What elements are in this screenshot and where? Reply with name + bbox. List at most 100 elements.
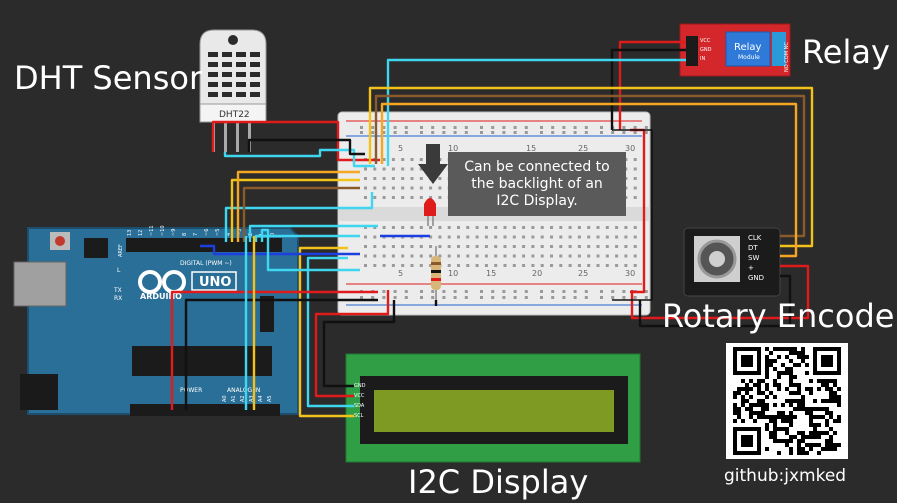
arduino-brand: ARDUINO <box>140 292 182 301</box>
wire-lcd-sda <box>306 256 354 408</box>
wire-ard-e <box>248 224 378 242</box>
wire-ard-a <box>224 192 374 242</box>
digital-pin-4: ~9 <box>171 229 177 236</box>
analog-pin-3: A3 <box>249 395 255 402</box>
wire-lcd-scl <box>298 246 354 418</box>
digital-pin-13: 0 <box>270 233 276 236</box>
relay-title: Relay <box>734 42 762 53</box>
relay-pin-in: IN <box>700 56 705 62</box>
bb-col-5: 5 <box>398 144 403 153</box>
aref-label: AREF <box>118 244 124 257</box>
lcd-pin-sda: SDA <box>354 403 365 409</box>
wires <box>170 40 814 418</box>
note-line-3: I2C Display. <box>496 192 578 209</box>
relay-subtitle: Module <box>738 54 760 61</box>
icsp2-header <box>84 238 108 258</box>
bb-col-15b: 15 <box>486 269 496 278</box>
wire-ard-b <box>230 178 360 242</box>
wire-ard-c <box>236 170 360 242</box>
icsp-header <box>260 296 274 332</box>
note-line-2: the backlight of an <box>471 175 603 192</box>
wire-lcd-gnd <box>322 300 396 388</box>
wire-encoder-dt <box>368 86 814 248</box>
wire-encoder-sw <box>380 102 798 258</box>
dht22-sensor: DHT22 <box>199 29 267 152</box>
rotary-encoder: CLK DT SW + GND <box>683 227 781 297</box>
digital-pin-5: 8 <box>182 233 188 236</box>
digital-pin-8: ~5 <box>215 229 221 236</box>
usb-port <box>13 261 67 307</box>
wire-dht-vcc <box>211 120 380 162</box>
digital-pin-2: ~11 <box>149 225 155 236</box>
power-label: POWER <box>180 387 202 394</box>
analog-pin-2: A2 <box>240 395 246 402</box>
l-led-label: L <box>117 267 121 274</box>
lcd-pin-scl: SCL <box>354 413 364 419</box>
note-line-1: Can be connected to <box>464 158 610 175</box>
analog-pin-4: A4 <box>258 395 264 402</box>
wire-lcd-vcc <box>314 290 390 398</box>
wire-ard-h <box>260 228 360 272</box>
reset-button-cap[interactable] <box>55 236 65 246</box>
wire-encoder-plus <box>630 264 810 320</box>
pointer-arrow-icon <box>418 144 448 184</box>
analog-label: ANALOG IN <box>227 387 260 394</box>
digital-pin-3: ~10 <box>160 225 166 236</box>
analog-pin-0: A0 <box>222 395 228 402</box>
encoder-pin-sw: SW <box>748 254 759 262</box>
wire-encoder-gnd <box>638 274 792 328</box>
power-analog-header <box>130 404 280 416</box>
dht-model: DHT22 <box>219 110 250 120</box>
bb-col-25: 25 <box>578 144 588 153</box>
rx-label: RX <box>114 295 122 302</box>
relay-side-text: NO COM NC <box>784 42 790 72</box>
bb-col-20b: 20 <box>532 269 542 278</box>
bb-col-15: 15 <box>526 144 536 153</box>
digital-pin-0: 13 <box>127 230 133 236</box>
lcd-pin-vcc: VCC <box>354 393 365 399</box>
relay-module: Relay Module NO COM NC VCC GND IN <box>679 23 791 77</box>
bb-col-30b: 30 <box>625 269 635 278</box>
analog-pin-1: A1 <box>231 395 237 402</box>
wire-dht-data <box>223 148 375 168</box>
wire-ard-g <box>200 244 360 256</box>
digital-pin-6: 7 <box>193 233 199 236</box>
lcd-pin-gnd: GND <box>354 383 366 389</box>
encoder-pin-plus: + <box>748 264 754 272</box>
digital-pin-7: ~6 <box>204 229 210 236</box>
encoder-pin-dt: DT <box>748 244 758 252</box>
tx-label: TX <box>113 287 122 294</box>
i2c-lcd: GND VCC SDA SCL <box>345 353 641 463</box>
wire-ard-d <box>242 186 360 242</box>
bb-col-10: 10 <box>448 144 458 153</box>
github-handle[interactable]: github:jxmked <box>724 466 847 486</box>
arduino-uno: ARDUINO UNO DIGITAL (PWM ~) ANALOG IN PO… <box>13 225 299 416</box>
resistor <box>431 246 441 300</box>
arduino-model: UNO <box>199 275 232 290</box>
wire-relay-in <box>386 58 686 166</box>
power-jack <box>20 374 58 410</box>
wire-ard-gnd <box>184 298 378 410</box>
relay-label: Relay <box>802 33 890 71</box>
atmega-chip <box>132 346 272 376</box>
note-callout: Can be connected to the backlight of an … <box>448 152 626 216</box>
wire-ard-5v <box>170 290 378 410</box>
bb-col-10b: 10 <box>448 269 458 278</box>
digital-pin-9: 4 <box>226 233 232 236</box>
encoder-pin-clk: CLK <box>748 234 762 242</box>
digital-label: DIGITAL (PWM ~) <box>180 260 232 267</box>
qr-code-icon[interactable] <box>726 343 848 459</box>
relay-pin-gnd: GND <box>700 47 712 53</box>
bb-col-25b: 25 <box>578 269 588 278</box>
encoder-pin-gnd: GND <box>748 274 764 282</box>
dht-sensor-label: DHT Sensor <box>14 59 203 97</box>
bb-col-5b: 5 <box>398 269 403 278</box>
wire-ard-f <box>254 234 360 242</box>
relay-pin-vcc: VCC <box>700 38 711 44</box>
rotary-encoder-label: Rotary Encoder <box>662 297 897 335</box>
red-led <box>424 198 436 226</box>
analog-pin-5: A5 <box>267 395 273 402</box>
